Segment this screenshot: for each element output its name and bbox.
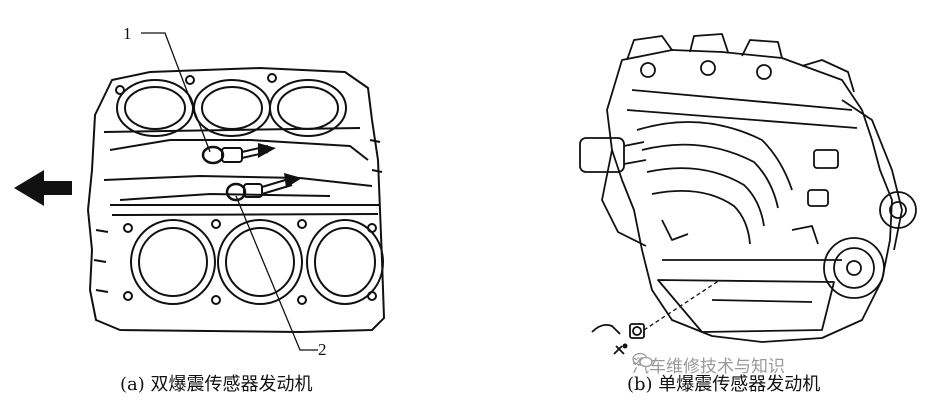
- callout-2-label: 2: [318, 340, 327, 359]
- watermark-text: 汽车维修技术与知识: [632, 357, 785, 377]
- engine-assembly-drawing: [579, 33, 917, 355]
- panel-double-knock-sensor: 1 2 (a) 双爆震传感器发动机: [0, 0, 462, 405]
- callout-1-label: 1: [123, 24, 132, 43]
- panel-single-knock-sensor: 汽车维修技术与知识 (b) 单爆震传感器发动机: [462, 0, 925, 405]
- caption-b: (b) 单爆震传感器发动机: [627, 374, 821, 395]
- caption-a: (a) 双爆震传感器发动机: [120, 374, 313, 395]
- engine-block-drawing: [14, 32, 385, 351]
- watermark: 汽车维修技术与知识: [632, 352, 785, 377]
- left-arrow-icon: [14, 170, 72, 206]
- wechat-icon: [632, 352, 653, 368]
